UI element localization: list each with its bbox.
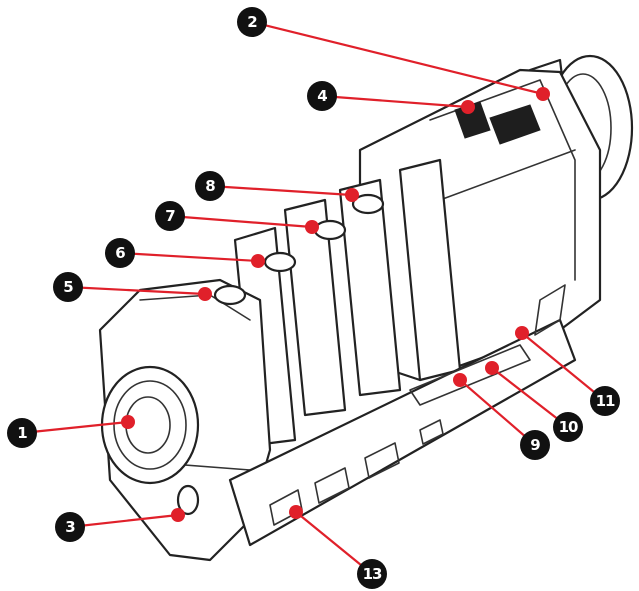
leader-6 [119, 251, 259, 263]
callout-8: 8 [195, 171, 225, 201]
leader-lines [21, 20, 606, 575]
top-buttons [213, 193, 385, 306]
callout-13: 13 [357, 559, 387, 589]
callout-2: 2 [237, 7, 267, 37]
callout-7: 7 [155, 201, 185, 231]
leader-4 [321, 94, 469, 109]
callout-6: 6 [105, 238, 135, 268]
objective-lens [100, 365, 200, 485]
callout-1: 1 [7, 418, 37, 448]
side-knob [176, 484, 200, 516]
focus-wheel [454, 101, 541, 145]
leader-5 [67, 285, 206, 296]
callout-9: 9 [520, 430, 550, 460]
leader-9 [459, 379, 536, 446]
leader-3 [69, 513, 179, 529]
leader-11 [521, 332, 606, 402]
callout-3: 3 [55, 512, 85, 542]
callout-4: 4 [307, 81, 337, 111]
callout-10: 10 [553, 412, 583, 442]
callout-11: 11 [590, 386, 620, 416]
bottom-rail [228, 284, 577, 547]
leader-2 [251, 20, 544, 96]
leader-8 [209, 184, 353, 197]
callout-5: 5 [53, 272, 83, 302]
leader-1 [21, 420, 129, 435]
leader-7 [169, 214, 313, 229]
